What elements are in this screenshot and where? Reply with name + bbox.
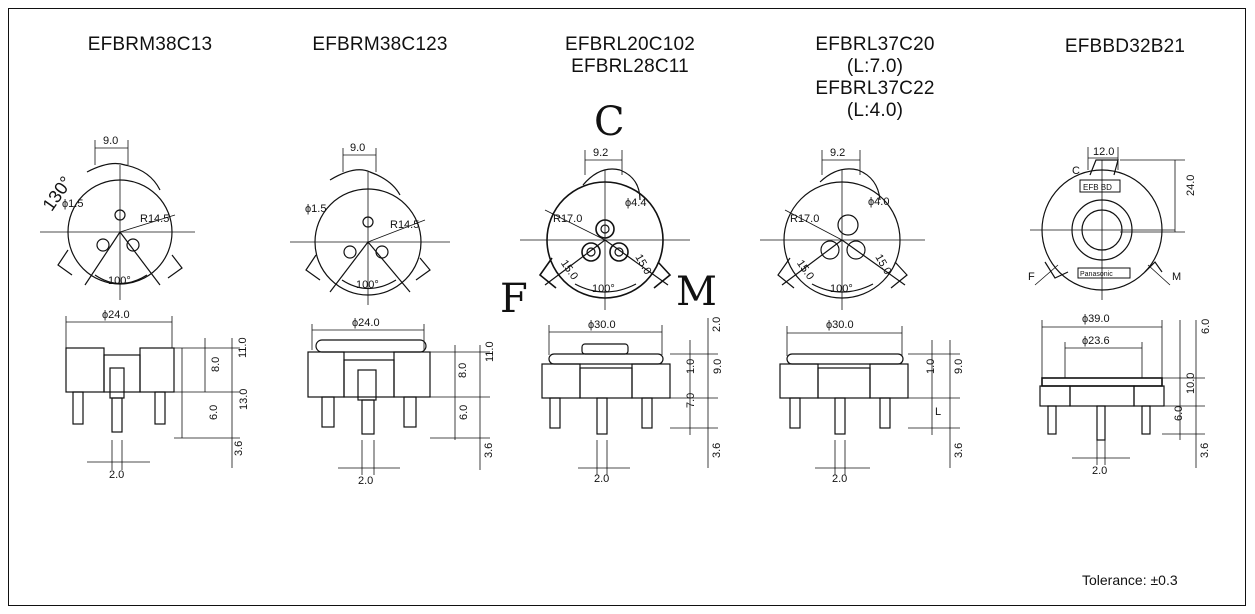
part3-body-dia-label: ϕ30.0: [588, 319, 616, 331]
part5-f-label: F: [1028, 271, 1035, 283]
part4-height-label: 9.0: [953, 359, 965, 374]
part4-top-view: 9.2 ϕ4.0 R17.0 15.0 15.0 100°: [760, 147, 925, 310]
part5-height-label: 10.0: [1185, 373, 1197, 394]
part3-hole-label: ϕ4.4: [625, 197, 646, 209]
part2-body-dia-label: ϕ24.0: [352, 317, 380, 329]
part-title-4: EFBRL37C20 (L:7.0) EFBRL37C22 (L:4.0): [815, 34, 935, 121]
part3-top-view: 9.2 ϕ4.4 R17.0 15.0 15.0 100° C F M: [500, 99, 717, 322]
part2-side-view: ϕ24.0 8.0 11.0 6.0 3.6 2.0: [307, 317, 496, 487]
part5-pin-sub-label: 6.0: [1173, 406, 1185, 421]
part3-top-label: 2.0: [711, 317, 723, 332]
part5-top-label: 6.0: [1200, 319, 1212, 334]
part2-tip-label: 3.6: [483, 443, 495, 458]
part3-step-label: 1.0: [685, 359, 697, 374]
part5-height-top-label: 24.0: [1185, 175, 1197, 196]
part5-tip-label: 3.6: [1199, 443, 1211, 458]
handwritten-c-label: C: [594, 99, 625, 145]
part4-side-view: ϕ30.0 9.0 1.0 L 3.6 2.0: [779, 319, 965, 485]
part2-pin-pitch-label: 2.0: [358, 475, 373, 487]
part5-c-label: C: [1072, 165, 1080, 177]
part3-height-label: 9.0: [712, 359, 724, 374]
part1-side-view: ϕ24.0 8.0 11.0 13.0 6.0 3.6 2.0: [65, 309, 250, 481]
part1-pin-pitch-label: 2.0: [109, 469, 124, 481]
part1-hole-label: ϕ1.5: [62, 198, 83, 210]
part4-hole-label: ϕ4.0: [868, 196, 889, 208]
part1-body-dia-label: ϕ24.0: [102, 309, 130, 321]
part5-side-view: ϕ39.0 ϕ23.6 6.0 10.0 6.0 3.6 2.0: [1039, 313, 1212, 477]
part5-body-dia-label: ϕ39.0: [1082, 313, 1110, 325]
part2-pitch-label: 9.0: [350, 142, 365, 154]
part3-pin-pitch-label: 2.0: [594, 473, 609, 485]
part-title-2: EFBRM38C123: [312, 34, 448, 55]
part3-tip-label: 3.6: [711, 443, 723, 458]
part3-pitch-label: 9.2: [593, 147, 608, 159]
part2-angle-label: 100°: [356, 279, 379, 291]
part1-top-view: 9.0 ϕ1.5 R14.5 100° 130°: [38, 135, 195, 300]
part5-m-label: M: [1172, 271, 1181, 283]
part1-pin-sub-label: 6.0: [208, 405, 220, 420]
part3-pin-sub-label: 7.0: [685, 393, 697, 408]
part5-brand-text: Panasonic: [1080, 271, 1113, 278]
part2-pin-sub-label: 6.0: [458, 405, 470, 420]
part4-angle-label: 100°: [830, 283, 853, 295]
part3-radius-label: R17.0: [553, 213, 582, 225]
part4-radius-label: R17.0: [790, 213, 819, 225]
part-title-1: EFBRM38C13: [87, 34, 213, 55]
part3-side-right-label: 15.0: [632, 252, 653, 277]
part1-radius-label: R14.5: [140, 213, 169, 225]
part5-pin-pitch-label: 2.0: [1092, 465, 1107, 477]
part-title-3: EFBRL20C102 EFBRL28C11: [565, 34, 695, 77]
part2-top-view: 9.0 ϕ1.5 R14.5 100°: [290, 142, 450, 305]
part4-pin-pitch-label: 2.0: [832, 473, 847, 485]
part5-body-text: EFB BD: [1083, 183, 1112, 192]
part5-top-view: EFB BD Panasonic 12.0 24.0 C F M: [1028, 146, 1197, 300]
part4-pin-sub-label: L: [935, 406, 941, 418]
part2-height-label: 11.0: [484, 341, 496, 362]
part5-pitch-label: 12.0: [1093, 146, 1114, 158]
part2-radius-label: R14.5: [390, 219, 419, 231]
handwritten-m-label: M: [676, 269, 717, 315]
part4-tip-label: 3.6: [953, 443, 965, 458]
part4-body-dia-label: ϕ30.0: [826, 319, 854, 331]
part3-angle-label: 100°: [592, 283, 615, 295]
part4-pitch-label: 9.2: [830, 147, 845, 159]
tolerance-note: Tolerance: ±0.3: [1082, 572, 1178, 588]
part3-side-view: ϕ30.0 2.0 9.0 1.0 7.0 3.6 2.0: [541, 317, 724, 485]
part1-pitch-label: 9.0: [103, 135, 118, 147]
handwritten-f-label: F: [500, 276, 528, 322]
part4-step-label: 1.0: [925, 359, 937, 374]
part5-inner-dia-label: ϕ23.6: [1082, 335, 1110, 347]
part1-height-label: 11.0: [237, 337, 249, 358]
part2-shaft-label: 8.0: [457, 363, 469, 378]
part1-pin-len-label: 13.0: [238, 389, 250, 410]
drawing-frame: [8, 8, 1246, 606]
part1-tip-label: 3.6: [233, 441, 245, 456]
part1-angle-label: 100°: [108, 275, 131, 287]
part2-hole-label: ϕ1.5: [305, 203, 326, 215]
part-title-5: EFBBD32B21: [1064, 36, 1186, 57]
part1-shaft-label: 8.0: [210, 357, 222, 372]
